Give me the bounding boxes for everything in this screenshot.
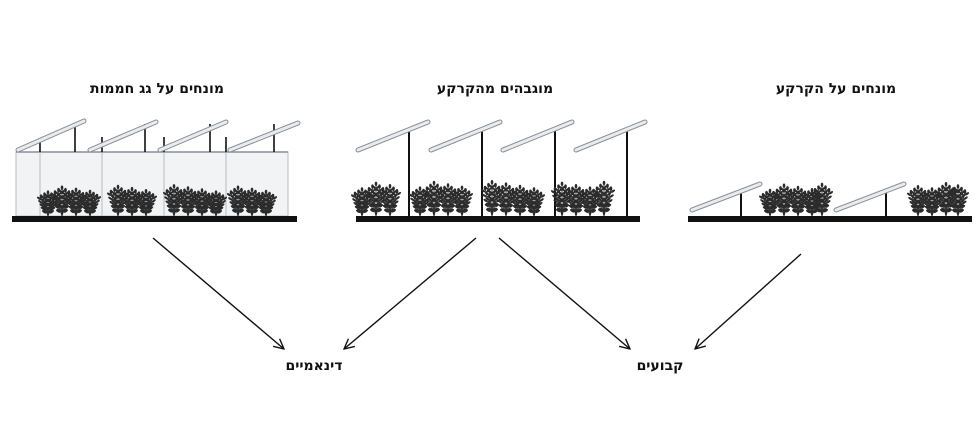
elevated-illustration [350, 119, 648, 222]
crop-plant [408, 186, 432, 217]
crop-plant [934, 182, 958, 217]
crop-plant [190, 188, 214, 217]
crop-plant [240, 187, 264, 217]
crop-plant [946, 184, 970, 217]
ground-line [12, 216, 297, 222]
ground-line [688, 216, 972, 222]
solar-panel [87, 119, 159, 153]
crop-plant [204, 190, 228, 217]
arrow-elevated-to-dynamic [344, 237, 477, 349]
greenhouse-illustration [12, 118, 301, 222]
greenhouse-panel-title: מונחים על גג חממות [90, 81, 224, 97]
crop-plant [364, 181, 388, 217]
solar-panel [689, 181, 763, 213]
crop-plant [480, 180, 504, 217]
crop-plant [254, 189, 278, 217]
elevated-crops [350, 180, 616, 217]
arrow-greenhouse-to-dynamic [152, 237, 284, 349]
fixed-label: קבועים [637, 358, 684, 374]
ground-panel-title: מונחים על הקרקע [776, 81, 896, 97]
arrow-ground-to-fixed [695, 253, 802, 349]
solar-panel [573, 119, 648, 153]
crop-plant [162, 184, 186, 217]
crop-plant [592, 180, 616, 217]
crop-plant [78, 189, 102, 217]
solar-panel [500, 119, 575, 153]
crop-plant [906, 185, 930, 217]
solar-panel [355, 119, 431, 153]
crop-plant [758, 188, 782, 217]
crop-plant [772, 183, 796, 217]
crop-plant [578, 186, 602, 217]
crop-plant [522, 187, 546, 217]
ground-line [356, 216, 640, 222]
crop-plant [550, 181, 574, 217]
solar-panel [833, 181, 907, 213]
solar-panel [428, 119, 503, 153]
crop-plant [450, 185, 474, 217]
solar-panel [15, 118, 87, 153]
dynamic-label: דינאמיים [285, 358, 342, 374]
crop-plant [422, 180, 446, 217]
ground-crops [758, 182, 970, 217]
crop-plant [810, 182, 834, 217]
greenhouse-crops [36, 184, 278, 217]
crop-plant [920, 187, 944, 217]
crop-plant [134, 189, 158, 217]
ground-mounted-illustration [688, 181, 972, 222]
solar-panel [227, 120, 301, 153]
solar-panel [157, 119, 229, 153]
crop-plant [378, 184, 402, 217]
elevated-panel-title: מוגבהים מהקרקע [437, 81, 553, 97]
arrow-elevated-to-fixed [498, 237, 630, 349]
